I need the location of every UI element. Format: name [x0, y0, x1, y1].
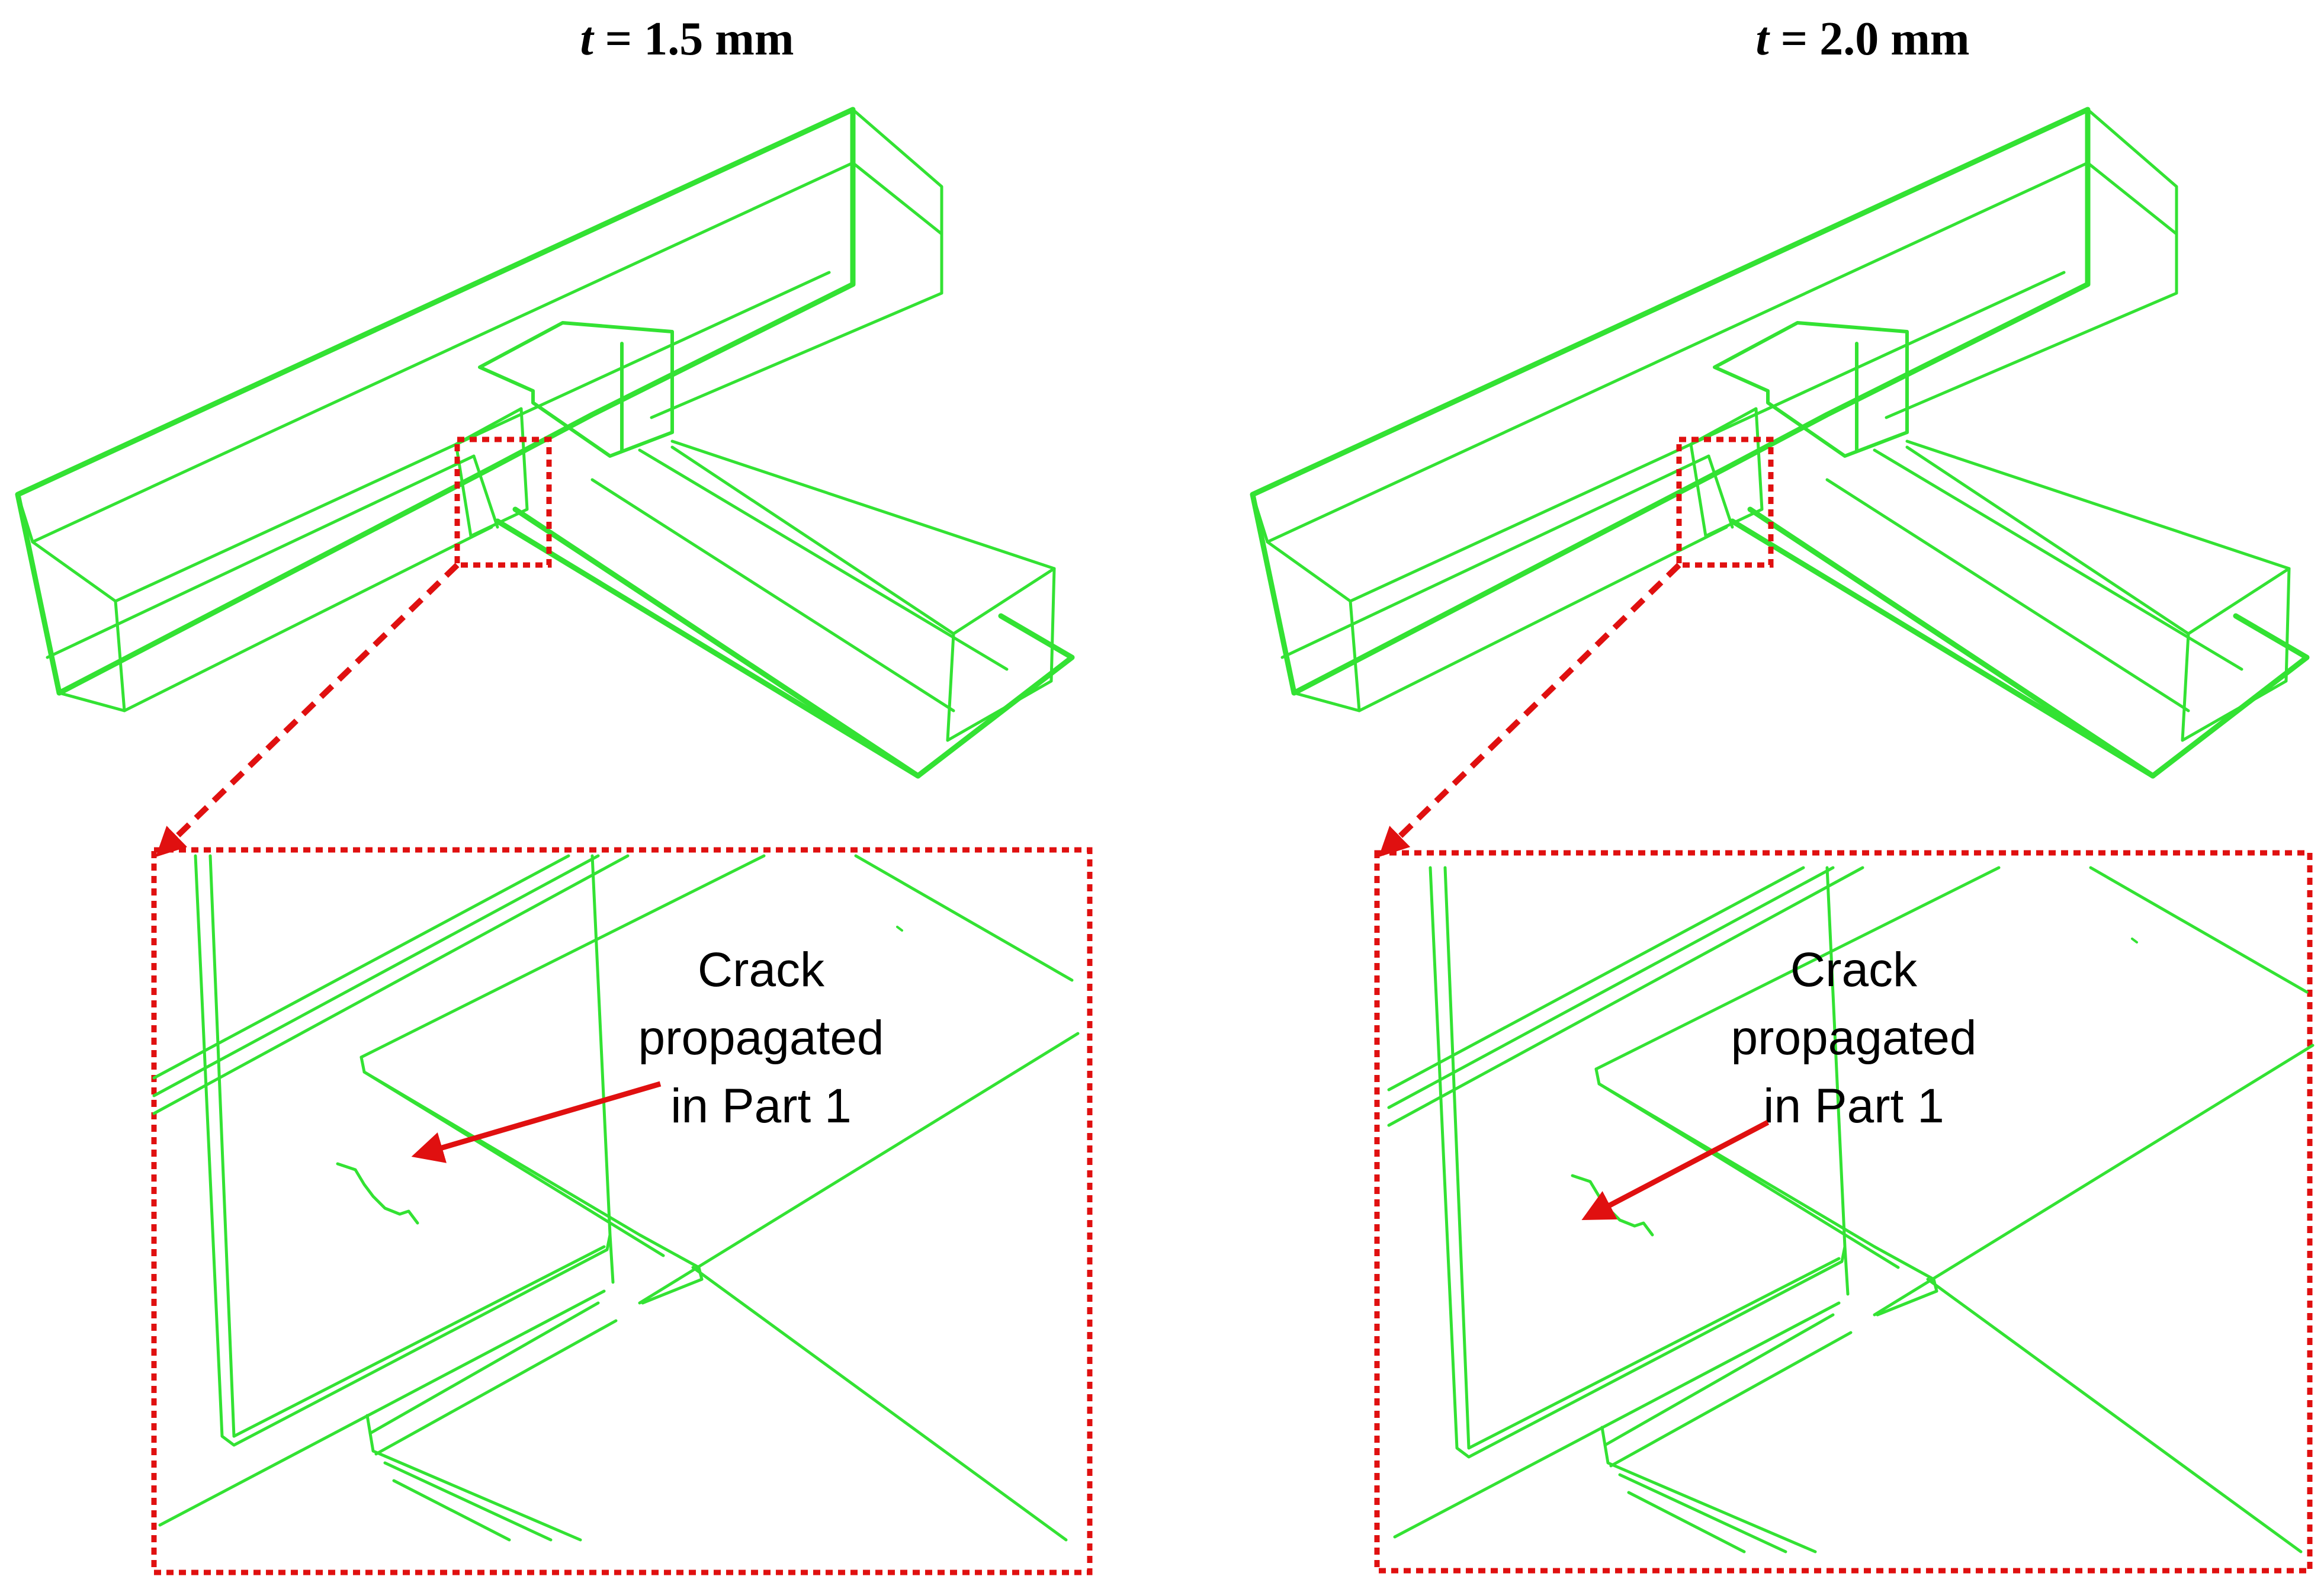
- panel-left-wireframe: [18, 110, 1072, 776]
- panel-left-callout: Crack propagated in Part 1: [638, 943, 884, 1133]
- panel-right-callout-arrow: [1581, 1120, 1770, 1221]
- panel-left-zoom-box: [151, 847, 1093, 1575]
- panel-right-wireframe: [1253, 110, 2307, 776]
- panel-left-title: t = 1.5 mm: [580, 13, 794, 65]
- panel-right-zoom-leader: [1378, 563, 1681, 857]
- panel-left-zoom-leader: [155, 563, 460, 857]
- panel-right-callout: Crack propagated in Part 1: [1731, 943, 1977, 1133]
- panel-right-title: t = 2.0 mm: [1755, 13, 1969, 65]
- panel-left-callout-line-2: propagated: [638, 1011, 884, 1065]
- panel-left-callout-arrow: [411, 1081, 662, 1163]
- panel-right: t = 2.0 mm Crack propagated in Part 1: [1253, 13, 2313, 1574]
- panel-right-zoom-box: [1374, 850, 2313, 1574]
- panel-left-highlight-box: [454, 436, 552, 568]
- panel-left-callout-line-3: in Part 1: [670, 1079, 851, 1133]
- panel-right-callout-line-1: Crack: [1790, 943, 1918, 997]
- panel-right-callout-line-3: in Part 1: [1763, 1079, 1944, 1133]
- panel-right-highlight-box: [1676, 436, 1774, 568]
- panel-right-callout-line-2: propagated: [1731, 1011, 1977, 1065]
- panel-left: t = 1.5 mm Crack propagated in Part 1: [18, 13, 1093, 1575]
- panel-left-callout-line-1: Crack: [698, 943, 825, 997]
- panel-left-zoom-wireframe: [154, 856, 1078, 1540]
